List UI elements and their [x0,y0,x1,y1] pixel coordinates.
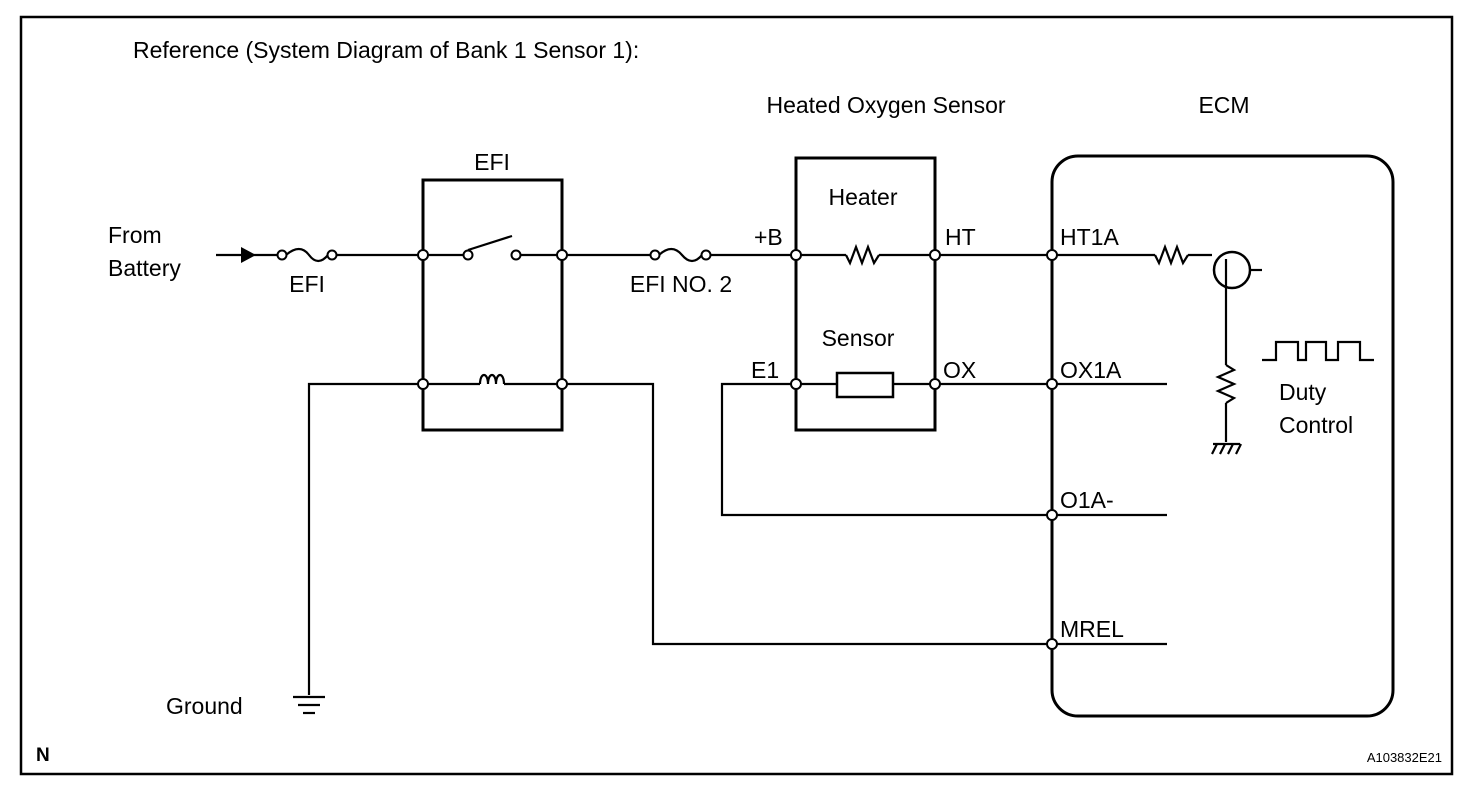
diagram-frame [19,15,1454,776]
pin-ht1a-terminal [1046,249,1058,261]
ecm-resistor-icon [1154,243,1189,267]
transistor-icon [1212,250,1252,290]
relay-ground-wire [307,382,418,695]
pin-e1-label: E1 [751,357,779,383]
pin-ox-terminal [929,378,941,390]
relay-switch-icon [467,234,513,252]
efi-fuse-icon [285,247,329,263]
efi-no2-fuse-terminal [700,249,712,261]
duty-label-line1: Duty [1279,379,1327,405]
sensor-element-label: Sensor [822,325,895,351]
corner-mark: N [36,745,50,766]
relay-switch-contact [462,249,474,261]
pin-ht-terminal [929,249,941,261]
pin-ht1a-label: HT1A [1060,224,1119,250]
efi-fuse-terminal [276,249,288,261]
relay-coil-icon [478,373,506,385]
efi-no2-fuse-terminal [649,249,661,261]
chassis-ground-icon [1227,443,1234,455]
relay-terminal [556,249,568,261]
heater-resistor-icon [845,243,880,267]
pin-ht-label: HT [945,224,976,250]
ecm-title: ECM [1198,92,1249,118]
sensor-element-icon [835,371,895,399]
source-label-line1: From [108,222,162,248]
pin-o1a-minus-terminal [1046,509,1058,521]
chassis-ground-icon [1219,443,1226,455]
relay-terminal [417,249,429,261]
heater-label: Heater [828,184,897,210]
pin-ox1a-terminal [1046,378,1058,390]
figure-code: A103832E21 [1367,750,1442,765]
efi-relay-box [421,178,564,432]
mrel-wire [567,382,1047,646]
relay-terminal [556,378,568,390]
chassis-ground-icon [1211,443,1218,455]
pin-plus-b-terminal [790,249,802,261]
pin-ox-label: OX [943,357,976,383]
pin-plus-b-label: +B [754,224,783,250]
pin-mrel-terminal [1046,638,1058,650]
efi-no2-fuse-label: EFI NO. 2 [630,271,732,297]
pulldown-resistor-icon [1215,364,1237,404]
diagram-title: Reference (System Diagram of Bank 1 Sens… [133,37,639,63]
pin-e1-terminal [790,378,802,390]
relay-terminal [417,378,429,390]
efi-no2-fuse-icon [658,247,703,263]
duty-waveform-icon [1262,340,1374,362]
relay-label: EFI [474,149,510,175]
ground-label: Ground [166,693,243,719]
relay-switch-contact [510,249,522,261]
duty-label-line2: Control [1279,412,1353,438]
pin-o1a-minus-label: O1A- [1060,487,1114,513]
efi-fuse-terminal [326,249,338,261]
oxygen-sensor-box [794,156,937,432]
pin-ox1a-label: OX1A [1060,357,1122,383]
e1-wire [720,382,1047,517]
pin-mrel-label: MREL [1060,616,1124,642]
source-label-line2: Battery [108,255,181,281]
efi-fuse-label: EFI [289,271,325,297]
sensor-title: Heated Oxygen Sensor [766,92,1005,118]
chassis-ground-icon [1235,443,1242,455]
